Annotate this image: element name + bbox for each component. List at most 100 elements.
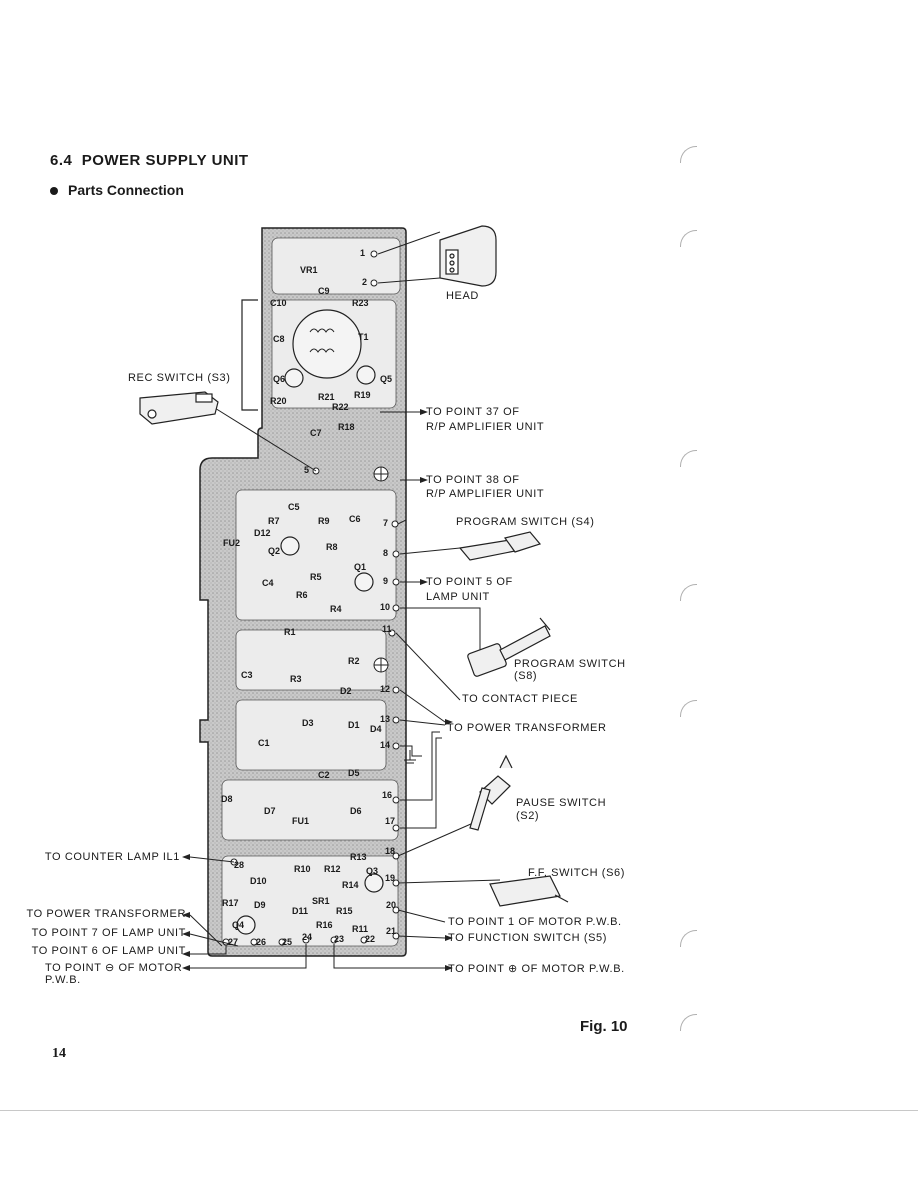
component-c2: C2 bbox=[318, 770, 330, 780]
component-r23: R23 bbox=[352, 298, 369, 308]
label-power-transformer-right: TO POWER TRANSFORMER bbox=[447, 722, 607, 734]
terminal-13: 13 bbox=[380, 714, 391, 724]
component-d2: D2 bbox=[340, 686, 352, 696]
trace-region bbox=[271, 237, 401, 295]
component-d5: D5 bbox=[348, 768, 360, 778]
terminal-7: 7 bbox=[383, 518, 389, 528]
label-point6-lamp: TO POINT 6 OF LAMP UNIT bbox=[31, 945, 186, 957]
component-q4: Q4 bbox=[232, 920, 245, 930]
label-point7-lamp: TO POINT 7 OF LAMP UNIT bbox=[31, 927, 186, 939]
label-power-transformer-left: TO POWER TRANSFORMER bbox=[26, 908, 186, 920]
trace-region bbox=[221, 779, 399, 841]
label-head: HEAD bbox=[446, 290, 479, 302]
program-switch-s4-part bbox=[458, 531, 542, 561]
subsection-title-text: Parts Connection bbox=[68, 182, 184, 198]
component-d6: D6 bbox=[350, 806, 362, 816]
terminal-8: 8 bbox=[383, 548, 389, 558]
component-r5: R5 bbox=[310, 572, 322, 582]
component-d8: D8 bbox=[221, 794, 233, 804]
component-r16: R16 bbox=[316, 920, 333, 930]
transistor-q5 bbox=[356, 365, 376, 385]
label-point1-motor: TO POINT 1 OF MOTOR P.W.B. bbox=[448, 916, 622, 928]
transistor-q2 bbox=[280, 536, 300, 556]
binding-mark bbox=[680, 230, 697, 247]
component-q6: Q6 bbox=[273, 374, 286, 384]
component-d1: D1 bbox=[348, 720, 360, 730]
terminal-20: 20 bbox=[386, 900, 397, 910]
binding-mark bbox=[680, 146, 697, 163]
terminal-19: 19 bbox=[385, 873, 396, 883]
terminal-17: 17 bbox=[385, 816, 396, 826]
component-r17: R17 bbox=[222, 898, 239, 908]
label-program-switch-s8-line2: (S8) bbox=[514, 670, 538, 682]
component-r10: R10 bbox=[294, 864, 311, 874]
binding-mark bbox=[680, 450, 697, 467]
terminal-14: 14 bbox=[380, 740, 391, 750]
terminal-24: 24 bbox=[302, 932, 313, 942]
label-contact-piece: TO CONTACT PIECE bbox=[462, 693, 578, 705]
bullet-icon bbox=[50, 187, 58, 196]
pause-switch-part bbox=[469, 754, 513, 831]
component-r18: R18 bbox=[338, 422, 355, 432]
label-ff-switch: F.F. SWITCH (S6) bbox=[528, 867, 625, 879]
label-pause-switch-line1: PAUSE SWITCH bbox=[516, 797, 607, 809]
page-number: 14 bbox=[52, 1046, 66, 1061]
component-r9: R9 bbox=[318, 516, 330, 526]
component-c6: C6 bbox=[349, 514, 361, 524]
component-fu2: FU2 bbox=[223, 538, 241, 548]
component-d9: D9 bbox=[254, 900, 266, 910]
transistor-q4 bbox=[236, 915, 256, 935]
label-program-switch-s8-line1: PROGRAM SWITCH bbox=[514, 658, 626, 670]
component-d10: D10 bbox=[250, 876, 267, 886]
component-d12: D12 bbox=[254, 528, 271, 538]
binding-mark bbox=[680, 584, 697, 601]
label-point5-line1: TO POINT 5 OF bbox=[426, 576, 513, 588]
terminal-22: 22 bbox=[365, 934, 376, 944]
terminal-5: 5 bbox=[304, 465, 310, 475]
component-r15: R15 bbox=[336, 906, 353, 916]
label-point37-line2: R/P AMPLIFIER UNIT bbox=[426, 421, 545, 433]
section-title: 6.4 POWER SUPPLY UNIT bbox=[50, 152, 249, 169]
component-c3: C3 bbox=[241, 670, 253, 680]
component-vr1: VR1 bbox=[300, 265, 318, 275]
label-program-switch-s4: PROGRAM SWITCH (S4) bbox=[456, 516, 595, 528]
component-r12: R12 bbox=[324, 864, 341, 874]
component-c9: C9 bbox=[318, 286, 330, 296]
label-point5-line2: LAMP UNIT bbox=[426, 591, 490, 603]
component-d3: D3 bbox=[302, 718, 314, 728]
subsection-title: Parts Connection bbox=[50, 182, 184, 198]
component-c10: C10 bbox=[270, 298, 287, 308]
label-counter-lamp: TO COUNTER LAMP IL1 bbox=[44, 851, 180, 863]
terminal-2: 2 bbox=[362, 277, 368, 287]
component-q3: Q3 bbox=[366, 866, 379, 876]
label-point-minus-motor-line2: P.W.B. bbox=[45, 974, 81, 986]
transistor-q1 bbox=[354, 572, 374, 592]
component-fu1: FU1 bbox=[292, 816, 310, 826]
terminal-21: 21 bbox=[386, 926, 397, 936]
terminal-27: 27 bbox=[228, 937, 239, 947]
component-sr1: SR1 bbox=[312, 896, 330, 906]
component-r1: R1 bbox=[284, 627, 296, 637]
page-bottom-rule bbox=[0, 1110, 918, 1111]
label-point-minus-motor-line1: TO POINT ⊖ OF MOTOR bbox=[45, 962, 183, 974]
transformer-t1 bbox=[292, 309, 362, 379]
component-d11: D11 bbox=[292, 906, 309, 916]
terminal-26: 26 bbox=[256, 937, 267, 947]
label-point37-line1: TO POINT 37 OF bbox=[426, 406, 520, 418]
terminal-18: 18 bbox=[385, 846, 396, 856]
transistor-q6 bbox=[284, 368, 304, 388]
component-c8: C8 bbox=[273, 334, 285, 344]
component-c5: C5 bbox=[288, 502, 300, 512]
head-part bbox=[439, 225, 497, 287]
label-rec-switch: REC SWITCH (S3) bbox=[128, 372, 231, 384]
binding-mark bbox=[680, 930, 697, 947]
binding-mark bbox=[680, 700, 697, 717]
component-q2: Q2 bbox=[268, 546, 281, 556]
component-r14: R14 bbox=[342, 880, 359, 890]
component-d7: D7 bbox=[264, 806, 276, 816]
component-r11: R11 bbox=[352, 924, 369, 934]
trace-region bbox=[221, 855, 399, 947]
board-tab bbox=[241, 299, 258, 411]
component-r4: R4 bbox=[330, 604, 342, 614]
